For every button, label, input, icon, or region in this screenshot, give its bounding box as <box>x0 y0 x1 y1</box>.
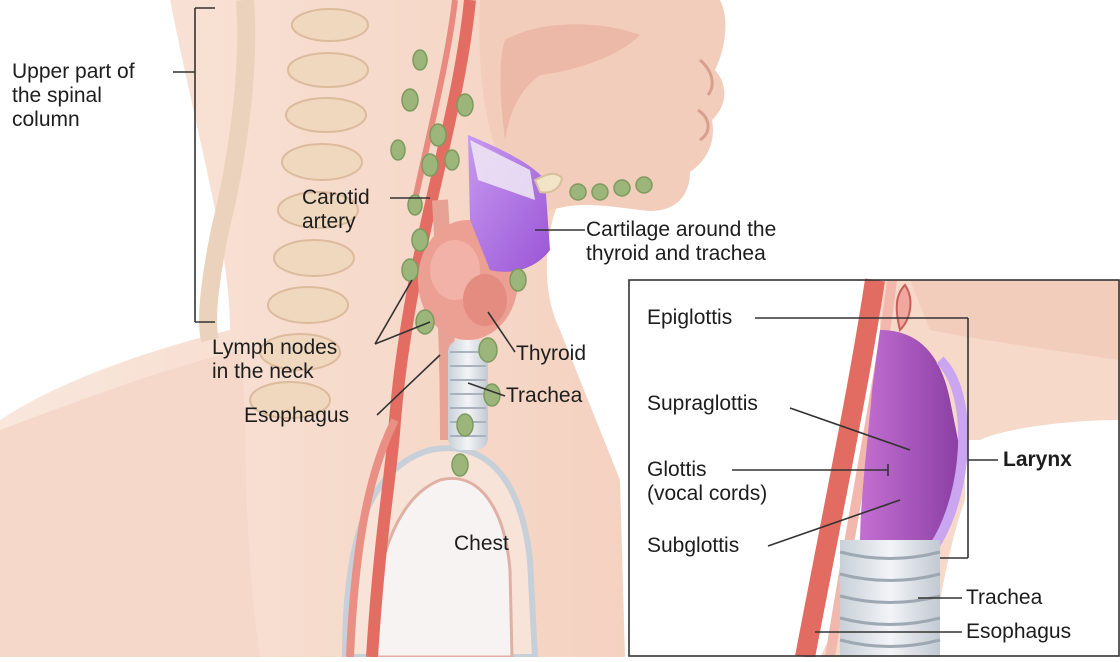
inset-label-glottis-1: Glottis <box>647 458 707 482</box>
label-trachea-main: Trachea <box>506 384 582 408</box>
inset-label-supraglottis: Supraglottis <box>647 392 758 416</box>
label-spinal-column-3: column <box>12 108 80 132</box>
inset-label-epiglottis: Epiglottis <box>647 306 732 330</box>
label-carotid-artery-2: artery <box>302 210 356 234</box>
label-spinal-column-2: the spinal <box>12 84 102 108</box>
label-esophagus-main: Esophagus <box>244 404 349 428</box>
label-cartilage-1: Cartilage around the <box>586 218 776 242</box>
neck-body <box>0 0 725 657</box>
label-cartilage-2: thyroid and trachea <box>586 242 766 266</box>
inset-label-glottis-2: (vocal cords) <box>647 482 767 506</box>
label-lymph-nodes-1: Lymph nodes <box>212 336 337 360</box>
inset-label-trachea: Trachea <box>966 586 1042 610</box>
label-carotid-artery-1: Carotid <box>302 186 370 210</box>
label-thyroid: Thyroid <box>516 342 586 366</box>
inset-label-esophagus: Esophagus <box>966 620 1071 644</box>
label-spinal-column-1: Upper part of <box>12 60 135 84</box>
label-lymph-nodes-2: in the neck <box>212 360 314 384</box>
inset-label-larynx: Larynx <box>1003 448 1072 472</box>
label-chest: Chest <box>454 532 509 556</box>
inset-label-subglottis: Subglottis <box>647 534 739 558</box>
